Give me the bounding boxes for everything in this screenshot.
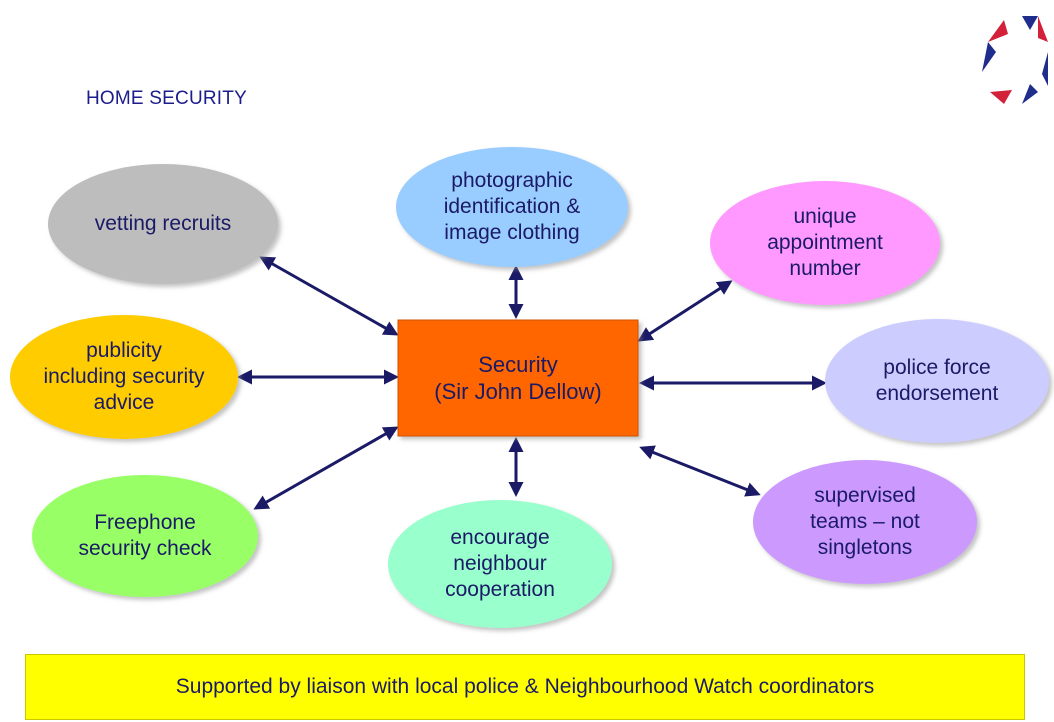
node-unique (710, 181, 940, 305)
node-label-neighbour: encourage neighbour cooperation (445, 525, 555, 602)
page-title: HOME SECURITY (86, 88, 247, 109)
node-label-unique: unique appointment number (767, 204, 883, 281)
arrow-freephone (253, 426, 399, 510)
arrow-supervised (639, 445, 761, 497)
node-label-vetting: vetting recruits (94, 211, 232, 235)
footer-banner: Supported by liaison with local police &… (25, 654, 1025, 720)
node-vetting (48, 164, 278, 284)
connector-arrows (237, 256, 827, 510)
node-freephone (32, 475, 258, 597)
node-photo (396, 147, 628, 267)
arrow-unique (637, 280, 733, 342)
node-police (825, 319, 1049, 443)
arrow-vetting (259, 256, 399, 336)
hexagon-logo-icon (982, 16, 1048, 104)
center-label: Security (Sir John Dellow) (434, 351, 602, 405)
node-supervised (753, 460, 977, 584)
node-label-supervised: supervised teams – not singletons (810, 483, 920, 560)
node-neighbour (388, 500, 612, 628)
footer-text: Supported by liaison with local police &… (175, 675, 875, 698)
center-box (397, 319, 639, 437)
node-label-publicity: publicity including security advice (43, 338, 205, 415)
node-publicity (10, 315, 238, 439)
node-shapes (10, 147, 1049, 628)
node-label-freephone: Freephone security check (78, 510, 212, 560)
node-label-photo: photographic identification & image clot… (443, 168, 581, 245)
node-label-police: police force endorsement (875, 355, 999, 405)
